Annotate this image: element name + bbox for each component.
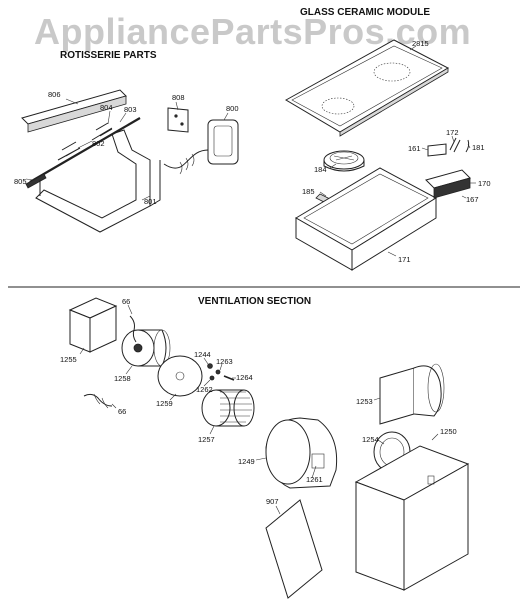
- label-1253: 1253: [356, 397, 373, 406]
- part-1253-duct-transition[interactable]: [379, 363, 445, 425]
- part-171-pan-housing[interactable]: [295, 167, 438, 271]
- label-66-lower: 66: [118, 407, 126, 416]
- label-1264: 1264: [236, 373, 253, 382]
- label-806: 806: [48, 90, 61, 99]
- label-907: 907: [266, 497, 279, 506]
- label-1250: 1250: [440, 427, 457, 436]
- label-185: 185: [302, 187, 315, 196]
- part-1244-nut[interactable]: [207, 363, 213, 369]
- label-171: 171: [398, 255, 411, 264]
- heading-rotisserie-parts: ROTISSERIE PARTS: [60, 50, 157, 61]
- part-907-filter[interactable]: [265, 499, 323, 599]
- part-1249-blower-housing[interactable]: [265, 417, 338, 489]
- label-1262: 1262: [196, 385, 213, 394]
- part-1264-screw[interactable]: [223, 375, 235, 381]
- label-66-upper: 66: [122, 297, 130, 306]
- part-1263-washer[interactable]: [215, 369, 221, 375]
- label-172: 172: [446, 128, 459, 137]
- label-808: 808: [172, 93, 185, 102]
- part-800-rotisserie-motor[interactable]: [163, 119, 239, 175]
- part-66-wire-upper[interactable]: [129, 315, 137, 343]
- label-1255: 1255: [60, 355, 77, 364]
- part-802-spit-fork[interactable]: [57, 141, 81, 161]
- part-181-clip[interactable]: [465, 139, 470, 153]
- glass-ceramic-module-group: 2815 184 185 161 172 181 170 167 171: [284, 39, 491, 271]
- label-1244: 1244: [194, 350, 211, 359]
- label-801: 801: [144, 197, 157, 206]
- glass-leader-lines: [319, 45, 476, 257]
- part-1250-cabinet[interactable]: [354, 445, 470, 591]
- label-804: 804: [100, 103, 113, 112]
- part-1257-blower-wheel[interactable]: [201, 389, 255, 427]
- label-1254: 1254: [362, 435, 379, 444]
- ventilation-leader-lines: [79, 304, 439, 515]
- part-1262-clip[interactable]: [209, 375, 215, 381]
- part-808-bracket[interactable]: [167, 107, 189, 133]
- label-184: 184: [314, 165, 327, 174]
- label-800: 800: [226, 104, 239, 113]
- part-2815-glass-cooktop[interactable]: [284, 39, 450, 137]
- label-2815: 2815: [412, 39, 429, 48]
- label-805: 805: [14, 177, 27, 186]
- rotisserie-leader-lines: [25, 98, 229, 201]
- part-184-burner-element[interactable]: [323, 150, 365, 172]
- label-181: 181: [472, 143, 485, 152]
- label-802: 802: [92, 139, 105, 148]
- label-161: 161: [408, 144, 421, 153]
- part-1255-capacitor-box[interactable]: [68, 297, 118, 353]
- part-66-wire-lower[interactable]: [83, 393, 113, 409]
- rotisserie-parts-group: 806 804 803 802 805 801 808 800: [14, 89, 239, 233]
- part-804-spit-fork[interactable]: [91, 122, 113, 141]
- label-1257: 1257: [198, 435, 215, 444]
- label-170: 170: [478, 179, 491, 188]
- label-803: 803: [124, 105, 137, 114]
- ventilation-section-group: 66 1255 1258 1244 1263 1264 1262 1259 66…: [60, 297, 470, 599]
- heading-ventilation-section: VENTILATION SECTION: [198, 296, 311, 307]
- part-1258-blower-motor[interactable]: [121, 329, 171, 367]
- part-170-terminal-block[interactable]: [425, 169, 471, 199]
- label-167: 167: [466, 195, 479, 204]
- label-1263: 1263: [216, 357, 233, 366]
- part-161-terminal[interactable]: [427, 143, 447, 157]
- label-1261: 1261: [306, 475, 323, 484]
- heading-glass-ceramic-module: GLASS CERAMIC MODULE: [300, 7, 430, 18]
- label-1249: 1249: [238, 457, 255, 466]
- label-1259: 1259: [156, 399, 173, 408]
- part-1259-mounting-plate[interactable]: [157, 355, 203, 397]
- part-172-clip[interactable]: [449, 137, 461, 153]
- part-805-spit-rod[interactable]: [25, 117, 141, 189]
- part-806-rail[interactable]: [21, 89, 127, 133]
- label-1258: 1258: [114, 374, 131, 383]
